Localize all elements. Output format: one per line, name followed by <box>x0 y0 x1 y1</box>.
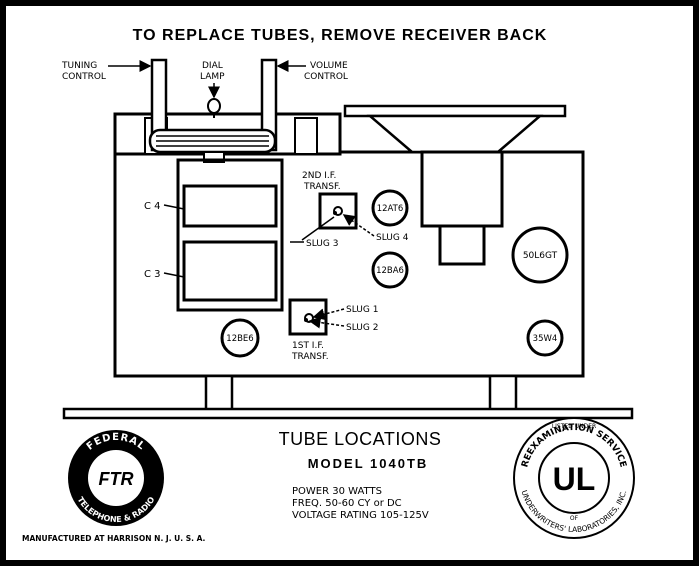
footer-manufactured: MANUFACTURED AT HARRISON N. J. U. S. A. <box>22 534 206 543</box>
tube-label-50l6gt: 50L6GT <box>523 251 558 261</box>
leader-slug1 <box>312 308 345 321</box>
label-volume-line2: CONTROL <box>304 72 348 82</box>
speaker-cone <box>366 114 544 154</box>
label-slug1: SLUG 1 <box>346 305 378 315</box>
capacitor-c4 <box>182 184 278 228</box>
label-dial-line2: LAMP <box>200 72 225 82</box>
label-if1-line2: TRANSF. <box>291 352 329 362</box>
leader-slug3-a <box>301 216 335 241</box>
info-model: MODEL 1040TB <box>308 456 429 471</box>
tube-12ba6: 12BA6 <box>371 251 409 289</box>
label-dial-line1: DIAL <box>202 61 223 71</box>
capacitor-bracket <box>176 158 284 312</box>
info-title: TUBE LOCATIONS <box>279 429 442 449</box>
header-instruction: TO REPLACE TUBES, REMOVE RECEIVER BACK <box>133 27 548 44</box>
label-slug2: SLUG 2 <box>346 323 378 333</box>
label-slug3: SLUG 3 <box>306 239 338 249</box>
tube-50l6gt: 50L6GT <box>511 226 569 284</box>
capacitor-c3 <box>182 240 278 302</box>
label-if2-line1: 2ND I.F. <box>302 171 336 181</box>
leader-slug2 <box>308 316 345 329</box>
tube-label-35w4: 35W4 <box>533 334 558 344</box>
label-volume-line1: VOLUME <box>310 61 348 71</box>
label-if1-line1: 1ST I.F. <box>292 341 324 351</box>
tube-label-12be6: 12BE6 <box>226 334 253 344</box>
slug-2-core <box>304 318 308 322</box>
tube-label-12at6: 12AT6 <box>377 204 404 214</box>
ftr-monogram: FTR <box>99 469 134 489</box>
label-tuning-line2: CONTROL <box>62 72 106 82</box>
leader-c4 <box>163 204 185 210</box>
ul-top-small: LISTED UNDER <box>552 423 596 430</box>
chassis-foot-right <box>488 374 518 412</box>
info-freq: FREQ. 50-60 CY or DC <box>292 498 402 509</box>
gang-bracket-right <box>294 117 318 155</box>
leader-slug4 <box>342 214 375 237</box>
label-c4: C 4 <box>144 201 161 212</box>
base-plate <box>62 407 634 420</box>
label-c3: C 3 <box>144 269 161 280</box>
info-voltage: VOLTAGE RATING 105-125V <box>292 510 429 521</box>
tube-12be6: 12BE6 <box>220 318 260 358</box>
label-slug4: SLUG 4 <box>376 233 409 243</box>
ul-logo: LISTED UNDER REEXAMINATION SERVICE UNDER… <box>513 417 635 539</box>
slug-3-core <box>333 211 337 215</box>
ul-of: OF <box>570 515 579 522</box>
dial-lamp <box>207 98 221 114</box>
drum-hub <box>203 151 225 163</box>
ftr-logo: FEDERAL TELEPHONE & RADIO FTR <box>68 430 164 526</box>
leader-c3 <box>163 272 185 278</box>
speaker-rim <box>343 104 567 118</box>
label-if2-line2: TRANSF. <box>303 182 341 192</box>
tube-12at6: 12AT6 <box>371 189 409 227</box>
chassis-foot-left <box>204 374 234 412</box>
info-power: POWER 30 WATTS <box>292 486 382 497</box>
speaker-pole <box>438 224 486 266</box>
tube-35w4: 35W4 <box>526 319 564 357</box>
tube-label-12ba6: 12BA6 <box>376 266 404 276</box>
speaker-magnet <box>420 150 504 228</box>
label-tuning-line1: TUNING <box>61 61 97 71</box>
ul-mark: UL <box>553 461 596 497</box>
